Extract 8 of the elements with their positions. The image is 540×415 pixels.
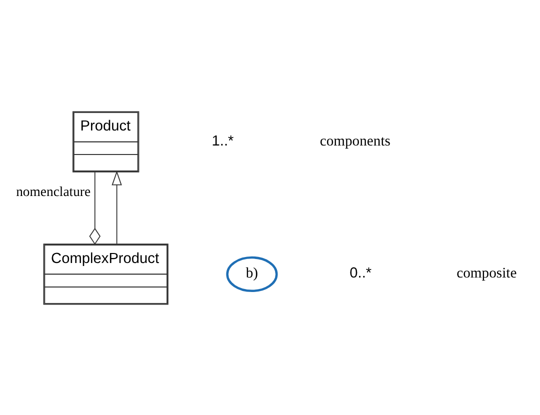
- label: components: [320, 132, 390, 149]
- arrow: [112, 170, 122, 244]
- label: 0..*: [350, 265, 372, 282]
- node-ellipse: b): [226, 256, 278, 292]
- label: 1..*: [212, 132, 234, 149]
- label: composite: [456, 265, 517, 282]
- connector: [89, 171, 101, 244]
- edge-label: nomenclature: [16, 183, 91, 198]
